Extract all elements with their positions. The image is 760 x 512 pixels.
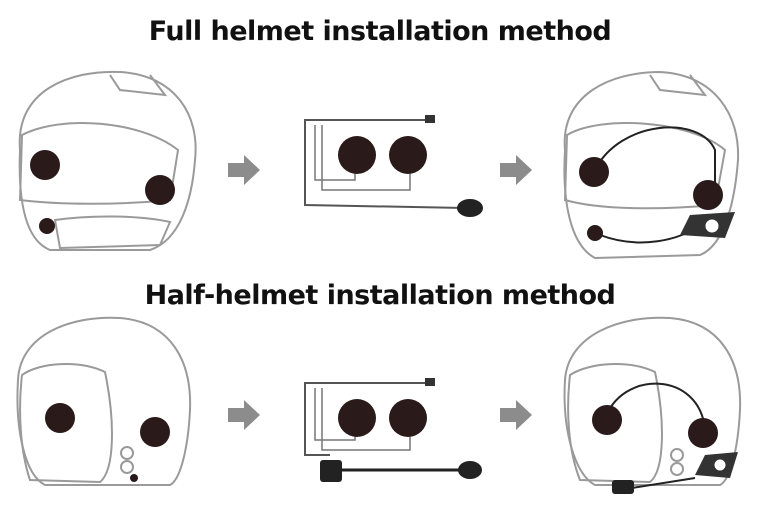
headset-kit-boom-mic — [304, 115, 483, 217]
speaker-left — [30, 150, 60, 180]
arrow-icon — [500, 400, 532, 430]
half-helmet-installed-illustration — [563, 316, 742, 494]
arrow-icon — [500, 155, 532, 185]
arrow-icon — [228, 155, 260, 185]
half-helmet-illustration — [16, 316, 192, 486]
full-helmet-title: Full helmet installation method — [148, 16, 612, 47]
speaker-right — [145, 175, 175, 205]
full-helmet-installed-illustration — [563, 70, 740, 260]
mic-position — [39, 218, 55, 234]
full-helmet-illustration — [18, 70, 197, 251]
arrow-icon — [228, 400, 260, 430]
headset-kit-wired-mic — [304, 378, 482, 482]
half-helmet-title: Half-helmet installation method — [144, 280, 616, 311]
